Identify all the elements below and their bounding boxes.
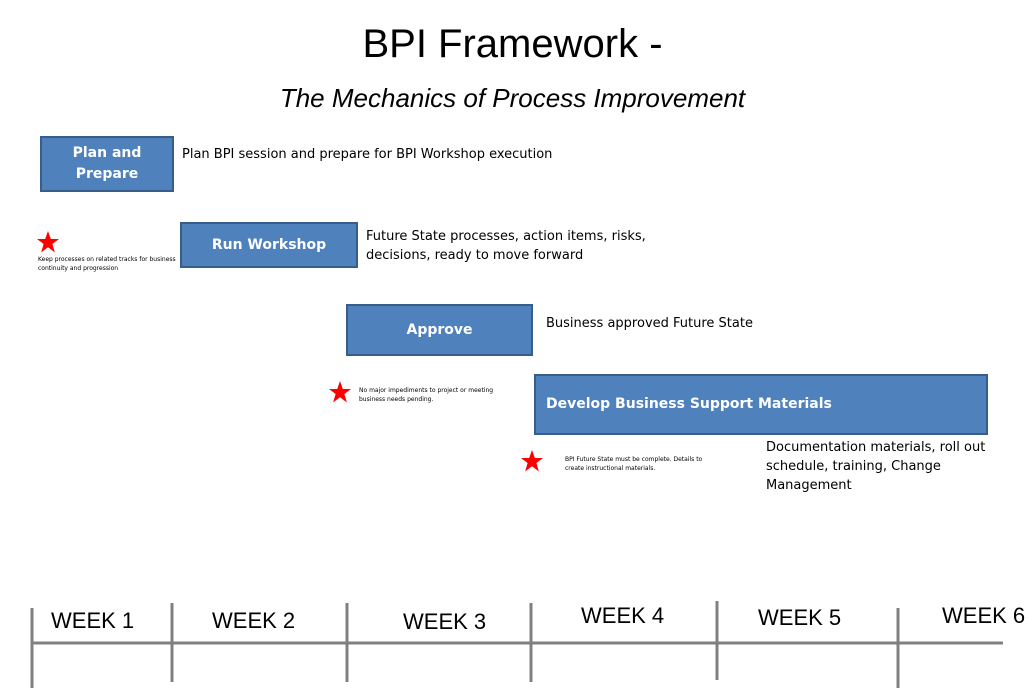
step-approve: Approve [346,304,533,356]
step-description: Plan BPI session and prepare for BPI Wor… [182,147,553,162]
star-icon [521,450,543,472]
step-label: Approve [406,321,473,338]
step-plan-and-prepare: Plan and Prepare [40,136,174,192]
star-icon [329,381,351,403]
step-description: Business approved Future State [546,316,753,331]
page-subtitle: The Mechanics of Process Improvement [279,83,746,113]
week-label: WEEK 6 [942,603,1025,628]
star-icon [37,231,59,253]
step-label: Run Workshop [211,236,327,253]
note-text: BPI Future State must be complete. Detai… [565,456,703,472]
step-label: Plan and Prepare [72,145,142,182]
step-run-workshop: Run Workshop [180,222,358,268]
week-label: WEEK 5 [758,605,842,630]
note-text: No major impediments to project or meeti… [359,387,494,403]
note-text: Keep processes on related tracks for bus… [38,256,176,272]
step-description: Future State processes, action items, ri… [366,229,646,263]
week-label: WEEK 1 [51,608,135,633]
week-label: WEEK 4 [581,603,665,628]
step-description: Documentation materials, roll out schedu… [766,440,986,493]
step-develop-business-support-materials: Develop Business Support Materials [534,374,988,435]
page-title: BPI Framework - [362,22,663,66]
week-label: WEEK 2 [212,608,296,633]
step-label: Develop Business Support Materials [546,396,832,412]
week-label: WEEK 3 [403,609,487,634]
